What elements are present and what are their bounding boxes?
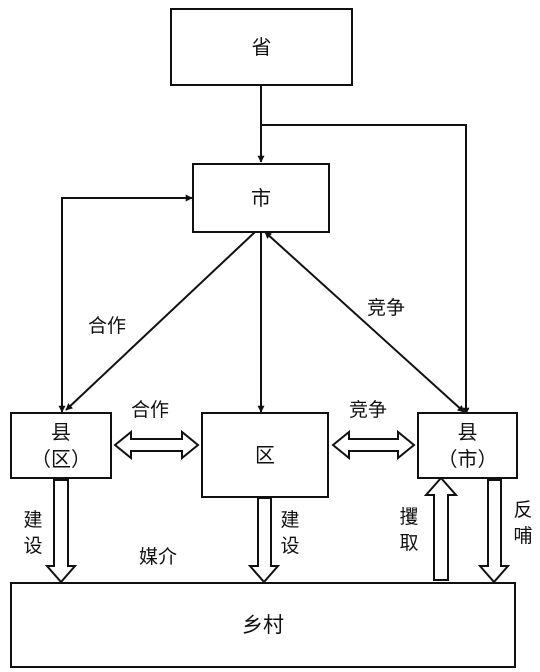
node-county-right: 县 （市） (417, 412, 518, 479)
arrow-city-county-right (264, 231, 465, 413)
node-county-left: 县 （区） (10, 412, 112, 479)
arrow-county-left-city (58, 194, 193, 413)
arrow-province-to-county-right (261, 124, 470, 415)
node-province: 省 (170, 8, 353, 86)
hollow-arrow-extract (423, 476, 459, 581)
label-build-left-char-2: 设 (23, 534, 43, 557)
label-build-mid-char-2: 设 (280, 534, 300, 557)
label-extract-char-1: 攫 (399, 506, 419, 528)
node-county-right-line2: （市） (437, 446, 498, 471)
label-feedback-char-1: 反 (513, 499, 533, 521)
arrow-city-to-county-left (65, 231, 256, 411)
node-province-label: 省 (251, 34, 272, 59)
hollow-arrow-feedback (477, 479, 511, 584)
label-build-left: 建 设 (22, 508, 44, 559)
node-district: 区 (201, 412, 329, 498)
label-feedback: 反 哺 (512, 498, 534, 549)
node-county-left-line1: 县 (51, 419, 71, 444)
node-district-label: 区 (255, 442, 275, 467)
label-build-mid: 建 设 (279, 508, 301, 559)
double-arrow-competition (331, 429, 416, 461)
label-competition-upper: 竞争 (367, 297, 406, 319)
hollow-arrow-build-left (44, 479, 78, 584)
label-cooperation-upper: 合作 (88, 315, 127, 337)
label-feedback-char-2: 哺 (513, 524, 533, 547)
label-build-mid-char-1: 建 (280, 509, 300, 531)
label-competition-lower: 竞争 (349, 399, 388, 421)
node-county-right-line1: 县 (457, 419, 478, 444)
node-village: 乡村 (10, 582, 516, 668)
label-medium: 媒介 (139, 546, 178, 568)
label-extract: 攫 取 (398, 505, 420, 556)
node-city-label: 市 (251, 185, 271, 210)
hollow-arrow-build-mid (247, 497, 281, 584)
label-cooperation-lower: 合作 (131, 399, 170, 421)
label-build-left-char-1: 建 (23, 509, 43, 531)
double-arrow-cooperation (113, 429, 200, 461)
node-village-label: 乡村 (242, 612, 284, 637)
node-city: 市 (192, 163, 330, 233)
node-county-left-line2: （区） (31, 446, 91, 471)
label-extract-char-2: 取 (399, 531, 419, 554)
